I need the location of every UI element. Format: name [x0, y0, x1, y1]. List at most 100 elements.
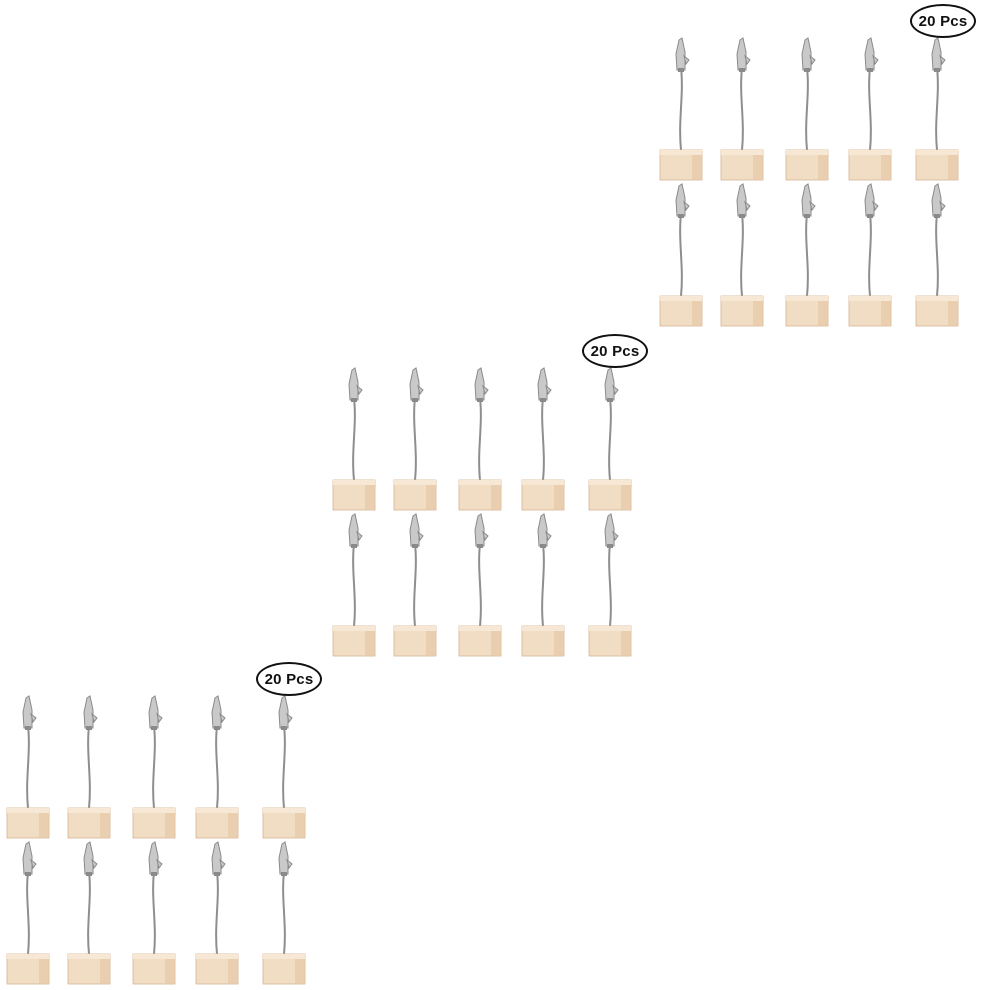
clip-lever — [417, 384, 424, 396]
wooden-base-top — [333, 480, 375, 485]
clip-lever — [219, 858, 226, 870]
wooden-base-top — [786, 150, 828, 155]
wooden-base-side — [554, 485, 564, 510]
wire-stem — [87, 871, 91, 955]
wire-stem — [805, 213, 809, 297]
wooden-base-top — [263, 808, 305, 813]
clip-lever — [744, 54, 751, 66]
clip-collar — [412, 398, 418, 402]
alligator-clip — [278, 841, 289, 875]
wooden-base-side — [39, 959, 49, 984]
clip-holder-set — [6, 695, 306, 985]
alligator-clip — [348, 513, 359, 547]
alligator-clip — [83, 841, 94, 875]
clip-collar — [934, 214, 940, 218]
clip-lever — [482, 384, 489, 396]
clip-holder — [588, 513, 632, 657]
wire-stem — [740, 67, 744, 151]
wooden-base-side — [365, 485, 375, 510]
clip-lever — [545, 384, 552, 396]
wooden-base-side — [165, 813, 175, 838]
clip-collar — [351, 398, 357, 402]
clip-holder — [67, 841, 111, 985]
clip-holder — [332, 513, 376, 657]
clip-holder — [132, 695, 176, 839]
clip-holder — [521, 367, 565, 511]
alligator-clip — [409, 367, 420, 401]
wire-stem — [935, 67, 939, 151]
wooden-base-top — [916, 296, 958, 301]
clip-holder — [588, 367, 632, 511]
clip-holder — [262, 695, 306, 839]
clip-lever — [809, 54, 816, 66]
clip-holder — [6, 695, 50, 839]
clip-collar — [412, 544, 418, 548]
clip-holder — [195, 841, 239, 985]
alligator-clip — [931, 37, 942, 71]
clip-lever — [683, 54, 690, 66]
clip-lever — [872, 200, 879, 212]
clip-lever — [939, 200, 946, 212]
wire-stem — [413, 397, 417, 481]
clip-lever — [683, 200, 690, 212]
clip-holder — [659, 37, 703, 181]
clip-lever — [612, 384, 619, 396]
clip-holder-group-middle: 20 Pcs — [328, 330, 658, 660]
clip-collar — [25, 726, 31, 730]
clip-collar — [151, 872, 157, 876]
clip-holder — [915, 37, 959, 181]
clip-holder-group-top-right: 20 Pcs — [655, 0, 985, 330]
wooden-base-top — [589, 480, 631, 485]
wooden-base-top — [68, 808, 110, 813]
wooden-base-top — [459, 480, 501, 485]
wooden-base-side — [365, 631, 375, 656]
clip-holder — [720, 37, 764, 181]
wooden-base-top — [522, 626, 564, 631]
clip-collar — [739, 68, 745, 72]
wire-stem — [608, 397, 612, 481]
clip-lever — [30, 858, 37, 870]
wire-stem — [541, 543, 545, 627]
clip-lever — [91, 712, 98, 724]
alligator-clip — [736, 37, 747, 71]
alligator-clip — [736, 183, 747, 217]
wooden-base-side — [491, 485, 501, 510]
clip-holder — [393, 513, 437, 657]
clip-lever — [30, 712, 37, 724]
clip-collar — [151, 726, 157, 730]
alligator-clip — [211, 695, 222, 729]
wooden-base-side — [554, 631, 564, 656]
quantity-badge: 20 Pcs — [910, 4, 976, 38]
wire-stem — [413, 543, 417, 627]
alligator-clip — [409, 513, 420, 547]
alligator-clip — [22, 695, 33, 729]
alligator-clip — [537, 513, 548, 547]
wooden-base-top — [849, 296, 891, 301]
clip-collar — [867, 214, 873, 218]
wooden-base-side — [753, 155, 763, 180]
alligator-clip — [801, 183, 812, 217]
wooden-base-side — [39, 813, 49, 838]
clip-collar — [804, 68, 810, 72]
clip-holder — [915, 183, 959, 327]
wooden-base-top — [849, 150, 891, 155]
wire-stem — [215, 725, 219, 809]
alligator-clip — [211, 841, 222, 875]
wooden-base-side — [228, 959, 238, 984]
clip-collar — [678, 214, 684, 218]
clip-lever — [356, 384, 363, 396]
wooden-base-side — [426, 485, 436, 510]
wooden-base-top — [394, 626, 436, 631]
wooden-base-side — [818, 155, 828, 180]
wooden-base-top — [7, 954, 49, 959]
alligator-clip — [148, 695, 159, 729]
alligator-clip — [801, 37, 812, 71]
wooden-base-top — [589, 626, 631, 631]
clip-collar — [934, 68, 940, 72]
clip-lever — [612, 530, 619, 542]
clip-holder — [458, 513, 502, 657]
clip-holder — [132, 841, 176, 985]
clip-holder — [785, 37, 829, 181]
wooden-base-side — [692, 301, 702, 326]
wooden-base-top — [721, 150, 763, 155]
